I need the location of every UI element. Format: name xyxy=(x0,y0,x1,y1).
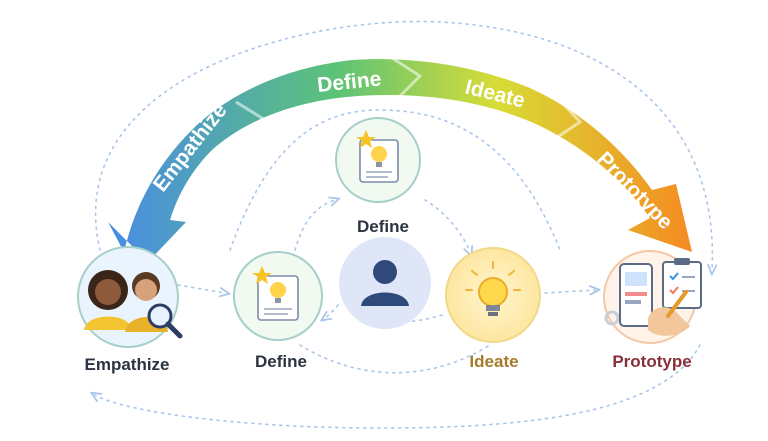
link-center-define xyxy=(325,304,339,318)
link-define-top xyxy=(294,200,335,251)
inner-loop-top xyxy=(229,109,561,251)
empathize-label: Empathize xyxy=(84,355,170,374)
arrow-label-empathize: Empathize xyxy=(149,99,232,196)
phone-clipboard-hand-icon xyxy=(604,258,702,336)
process-arrow-body xyxy=(108,59,692,263)
link-empathize-define xyxy=(177,284,225,293)
arrow-separator-2 xyxy=(391,56,423,98)
center-node xyxy=(339,237,431,329)
arrow-separator-1 xyxy=(235,100,265,143)
idea-document-star-icon xyxy=(356,130,399,183)
link-ideate-prototype xyxy=(544,290,595,293)
define-top-node xyxy=(335,117,421,203)
ideate-label: Ideate xyxy=(469,352,519,371)
empathize-node xyxy=(77,246,183,348)
idea-document-star-icon xyxy=(252,266,299,321)
ideate-node xyxy=(445,247,541,343)
define-left-label: Define xyxy=(255,352,307,371)
define-left-node xyxy=(233,251,323,341)
prototype-node xyxy=(603,250,702,344)
link-define-top-ideate xyxy=(424,199,470,252)
outer-loop-top xyxy=(94,20,713,270)
people-with-magnifier-icon xyxy=(84,270,183,339)
prototype-label: Prototype xyxy=(612,352,692,371)
lightbulb-icon xyxy=(465,261,521,316)
define-top-label: Define xyxy=(357,217,409,236)
link-define-ideate-arc xyxy=(299,344,491,374)
arrow-separator-3 xyxy=(554,94,583,140)
outer-loop-bottom xyxy=(95,344,701,429)
user-icon xyxy=(361,260,409,306)
